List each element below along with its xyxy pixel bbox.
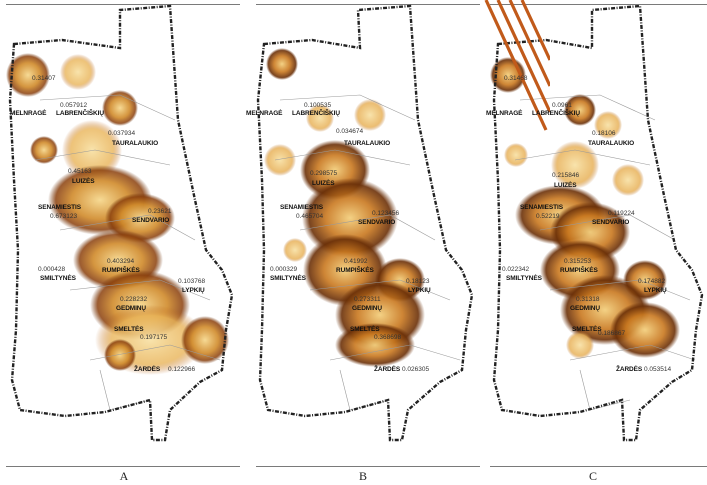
value-labrencisku: 0.100535 xyxy=(304,102,332,109)
value-lypkiu: 0.18123 xyxy=(406,278,430,285)
panel-caption-a: A xyxy=(119,469,129,483)
value-luizes: 0.45163 xyxy=(68,168,92,175)
value-melnrage: 0.31468 xyxy=(504,75,528,82)
label-melnrage: MELNRAGĖ xyxy=(10,110,47,117)
label-labrencisku: LABRENČIŠKIŲ xyxy=(56,110,104,117)
label-senamiestis: SENAMIESTIS xyxy=(520,204,563,211)
value-tauralaukio: 0.037934 xyxy=(108,130,136,137)
label-tauralaukio: TAURALAUKIO xyxy=(588,140,635,147)
label-lypkiu: LYPKIŲ xyxy=(408,287,431,294)
city-boundary-c xyxy=(492,4,704,442)
label-labrencisku: LABRENČIŠKIŲ xyxy=(292,110,340,117)
value-gedminu: 0.31318 xyxy=(576,296,600,303)
label-smeltes: SMELTĖS xyxy=(572,326,602,333)
city-boundary-a xyxy=(8,4,234,442)
heatmap-c xyxy=(490,4,704,442)
map-panel-c: 0.31468 MELNRAGĖ 0.0961 LABRENČIŠKIŲ 0.1… xyxy=(480,0,707,483)
value-sendvario: 0.23621 xyxy=(148,208,172,215)
panel-caption-c: C xyxy=(588,469,597,483)
value-smiltynes: 0.022342 xyxy=(502,266,530,273)
label-lypkiu: LYPKIŲ xyxy=(644,287,667,294)
panel-caption-b: B xyxy=(358,469,367,483)
label-melnrage: MELNRAGĖ xyxy=(486,110,523,117)
label-sendvario: SENDVARIO xyxy=(132,217,170,224)
label-sendvario: SENDVARIO xyxy=(592,219,630,226)
value-rumpiskes: 0.403294 xyxy=(107,258,135,265)
value-melnrage: 0.31407 xyxy=(32,75,56,82)
label-gedminu: GEDMINŲ xyxy=(116,305,146,312)
value-smeltes: 0.186867 xyxy=(598,330,626,337)
value-luizes: 0.215846 xyxy=(552,172,580,179)
label-luizes: LUIZĖS xyxy=(312,180,335,187)
value-labrencisku: 0.057912 xyxy=(60,102,88,109)
value-senamiestis: 0.52219 xyxy=(536,213,560,220)
frame-bottom-line xyxy=(490,466,707,467)
value-labrencisku: 0.0961 xyxy=(552,102,572,109)
frame-bottom-line xyxy=(256,466,480,467)
label-rumpiskes: RUMPIŠKĖS xyxy=(336,267,374,274)
heat-blobs-c xyxy=(490,57,680,359)
frame-top-line xyxy=(6,4,240,5)
label-smeltes: SMELTĖS xyxy=(114,326,144,333)
label-zardes: ŽARDĖS xyxy=(616,366,643,373)
value-senamiestis: 0.673123 xyxy=(50,213,78,220)
value-smiltynes: 0.000329 xyxy=(270,266,298,273)
heat-blobs-b xyxy=(264,48,425,367)
value-lypkiu: 0.174882 xyxy=(638,278,666,285)
label-zardes: ŽARDĖS xyxy=(374,366,401,373)
map-panel-b: MELNRAGĖ 0.100535 LABRENČIŠKIŲ 0.034674 … xyxy=(240,0,480,483)
value-luizes: 0.298575 xyxy=(310,170,338,177)
label-tauralaukio: TAURALAUKIO xyxy=(112,140,159,147)
value-smeltes: 0.197175 xyxy=(140,334,168,341)
heatmap-b xyxy=(256,4,474,442)
value-zardes: 0.053514 xyxy=(644,366,672,373)
label-smiltynes: SMILTYNĖS xyxy=(40,275,76,282)
label-gedminu: GEDMINŲ xyxy=(352,305,382,312)
label-sendvario: SENDVARIO xyxy=(358,219,396,226)
frame-bottom-line xyxy=(6,466,240,467)
label-zardes: ŽARDĖS xyxy=(134,366,161,373)
value-rumpiskes: 0.315253 xyxy=(564,258,592,265)
decorative-stripes xyxy=(484,0,550,131)
value-tauralaukio: 0.18106 xyxy=(592,130,616,137)
map-panel-a: MELNRAGĖ 0.31407 0.057912 LABRENČIŠKIŲ 0… xyxy=(0,0,240,483)
value-lypkiu: 0.103768 xyxy=(178,278,206,285)
value-zardes: 0.122966 xyxy=(168,366,196,373)
label-tauralaukio: TAURALAUKIO xyxy=(344,140,391,147)
label-senamiestis: SENAMIESTIS xyxy=(280,204,323,211)
label-melnrage: MELNRAGĖ xyxy=(246,110,283,117)
city-boundary-b xyxy=(256,4,474,442)
value-zardes: 0.026305 xyxy=(402,366,430,373)
value-gedminu: 0.228232 xyxy=(120,296,148,303)
label-gedminu: GEDMINŲ xyxy=(570,305,600,312)
value-sendvario: 0.123456 xyxy=(372,210,400,217)
value-senamiestis: 0.465704 xyxy=(296,213,324,220)
frame-top-line xyxy=(490,4,707,5)
label-luizes: LUIZĖS xyxy=(72,178,95,185)
value-tauralaukio: 0.034674 xyxy=(336,128,364,135)
label-rumpiskes: RUMPIŠKĖS xyxy=(102,267,140,274)
value-smeltes: 0.368698 xyxy=(374,334,402,341)
label-smiltynes: SMILTYNĖS xyxy=(270,275,306,282)
label-luizes: LUIZĖS xyxy=(554,182,577,189)
value-smiltynes: 0.000428 xyxy=(38,266,66,273)
value-gedminu: 0.273311 xyxy=(354,296,381,303)
label-labrencisku: LABRENČIŠKIŲ xyxy=(532,110,580,117)
label-smeltes: SMELTĖS xyxy=(350,326,380,333)
heat-blobs-a xyxy=(6,53,229,375)
label-lypkiu: LYPKIŲ xyxy=(182,287,205,294)
label-rumpiskes: RUMPIŠKĖS xyxy=(560,267,598,274)
label-smiltynes: SMILTYNĖS xyxy=(506,275,542,282)
frame-top-line xyxy=(256,4,480,5)
heatmap-a xyxy=(6,4,234,442)
value-rumpiskes: 0.41992 xyxy=(344,258,368,265)
label-senamiestis: SENAMIESTIS xyxy=(38,204,81,211)
value-sendvario: 0.119224 xyxy=(608,210,635,217)
district-lines-b xyxy=(274,94,461,411)
